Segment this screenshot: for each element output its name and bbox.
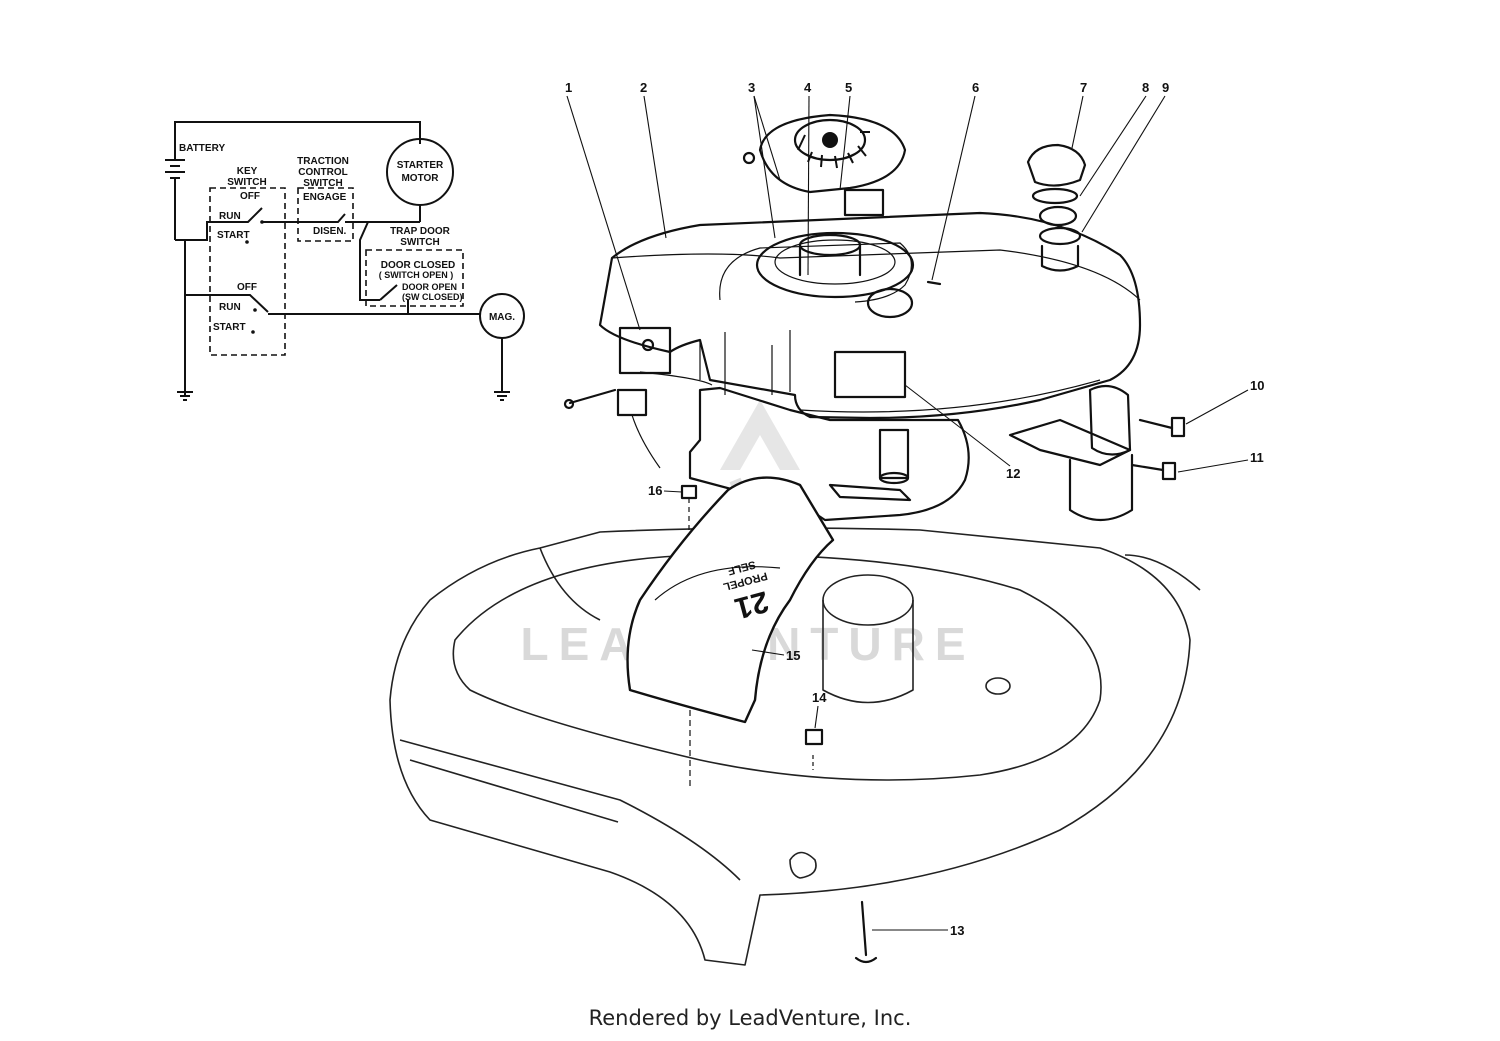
callout-9: 9	[1162, 80, 1169, 95]
traction-label-3: SWITCH	[303, 178, 342, 189]
callout-10: 10	[1250, 378, 1264, 393]
callout-13: 13	[950, 923, 964, 938]
callout-5: 5	[845, 80, 852, 95]
starter-motor-symbol: STARTER MOTOR	[353, 138, 454, 223]
callout-16: 16	[648, 483, 662, 498]
off-label-2: OFF	[237, 282, 257, 293]
engine-assembly	[563, 113, 1186, 964]
start-label-1: START	[217, 230, 250, 241]
callout-12: 12	[1006, 466, 1020, 481]
callouts: 1 2 3 4 5 6 7 8 9 10 11 12 13 14 15 16	[565, 80, 1264, 938]
ground-symbol-1	[177, 385, 193, 401]
mag-label: MAG.	[489, 312, 515, 323]
wiring-schematic: BATTERY STARTER MOTOR KEY SWITCH OFF RUN…	[165, 121, 525, 401]
footer-credit: Rendered by LeadVenture, Inc.	[588, 1006, 912, 1030]
drive-cover: 21 PROPEL SELF	[626, 476, 835, 724]
key-switch-label-2: SWITCH	[227, 177, 266, 188]
magneto-symbol: MAG.	[479, 293, 525, 401]
traction-label-1: TRACTION	[297, 156, 349, 167]
door-open-label: DOOR OPEN	[402, 282, 457, 292]
sw-closed-label: (SW CLOSED)	[402, 292, 463, 302]
trap-door-switch-box	[365, 249, 464, 307]
disen-label: DISEN.	[313, 226, 347, 237]
start-label-2: START	[213, 322, 246, 333]
key-switch-label-1: KEY	[237, 166, 258, 177]
recoil-fins	[797, 131, 870, 169]
starter-motor-label-1: STARTER	[397, 160, 444, 171]
engage-label: ENGAGE	[303, 192, 347, 203]
callout-4: 4	[804, 80, 812, 95]
callout-7: 7	[1080, 80, 1087, 95]
mower-deck	[389, 527, 1201, 966]
trap-door-label-2: SWITCH	[400, 237, 439, 248]
switch-open-label: ( SWITCH OPEN )	[379, 270, 454, 280]
battery-label: BATTERY	[179, 143, 225, 154]
traction-switch-box	[297, 187, 354, 242]
callout-2: 2	[640, 80, 647, 95]
key-switch-box	[209, 187, 286, 356]
callout-1: 1	[565, 80, 572, 95]
callout-3: 3	[748, 80, 755, 95]
trap-door-label-1: TRAP DOOR	[390, 226, 451, 237]
callout-15: 15	[786, 648, 800, 663]
callout-14: 14	[812, 690, 827, 705]
off-label-1: OFF	[240, 191, 260, 202]
callout-6: 6	[972, 80, 979, 95]
traction-label-2: CONTROL	[298, 167, 347, 178]
run-label-2: RUN	[219, 302, 241, 313]
battery-symbol	[165, 159, 185, 240]
starter-motor-label-2: MOTOR	[401, 173, 439, 184]
callout-8: 8	[1142, 80, 1149, 95]
run-label-1: RUN	[219, 211, 241, 222]
callout-11: 11	[1250, 450, 1264, 465]
door-closed-label: DOOR CLOSED	[381, 260, 455, 271]
